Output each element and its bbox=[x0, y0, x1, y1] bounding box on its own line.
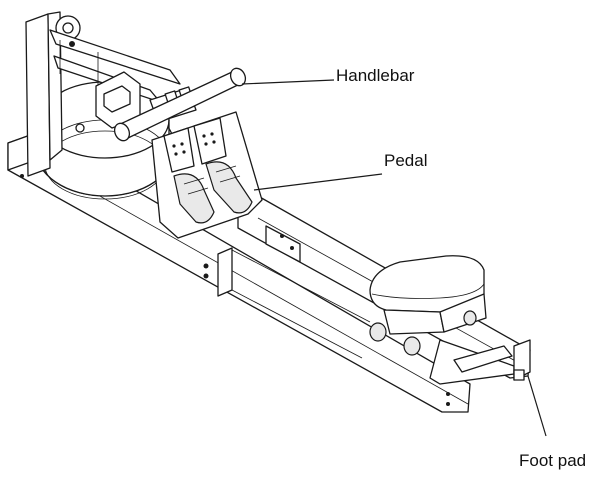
pedal-leader-line bbox=[253, 173, 383, 191]
pedal-assembly bbox=[151, 111, 263, 239]
monitor bbox=[95, 71, 141, 129]
foot-pad-label: Foot pad bbox=[519, 451, 587, 470]
handlebar-label: Handlebar bbox=[336, 66, 415, 85]
foot-pad-leader-line bbox=[527, 375, 547, 437]
pedal-label: Pedal bbox=[384, 151, 428, 170]
handlebar-leader-line bbox=[241, 79, 335, 85]
rear-crossbar bbox=[429, 339, 531, 385]
rail-joint-plate bbox=[217, 247, 371, 359]
seat bbox=[369, 255, 487, 356]
handlebar-assembly bbox=[113, 67, 247, 142]
